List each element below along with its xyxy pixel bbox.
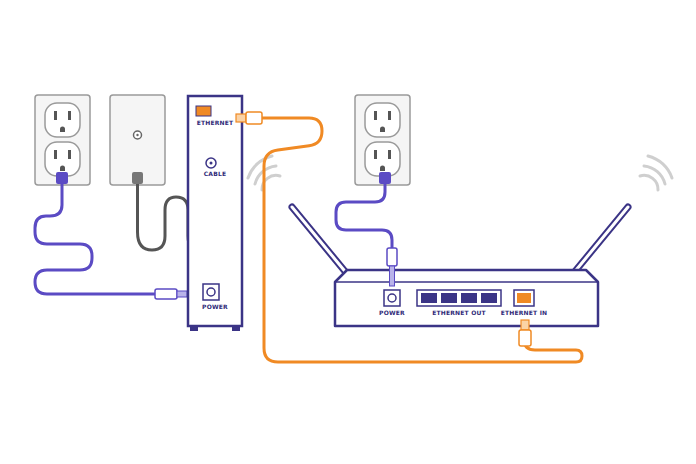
modem-foot xyxy=(232,327,240,331)
ethernet-plug xyxy=(246,112,262,124)
router-body xyxy=(333,268,600,328)
port-label: ETHERNET IN xyxy=(501,309,548,316)
wall-outlet xyxy=(355,95,410,185)
power-cord xyxy=(336,172,392,250)
port-label: POWER xyxy=(379,309,405,316)
port-label: ETHERNET xyxy=(197,119,234,126)
modem-body xyxy=(187,95,243,327)
ethernet-plug xyxy=(519,330,531,346)
port-label: POWER xyxy=(202,303,228,310)
power-plug xyxy=(390,266,395,286)
router-antenna xyxy=(292,207,628,275)
port-label: ETHERNET OUT xyxy=(432,309,486,316)
router-box: POWER ETHERNET OUT ETHERNET IN xyxy=(333,268,600,328)
modem-box: ETHERNET CABLE POWER xyxy=(187,95,243,327)
coax-wall-plate xyxy=(110,95,165,185)
modem-foot xyxy=(190,327,198,331)
wall-outlet xyxy=(35,95,90,185)
port-label: CABLE xyxy=(204,170,227,177)
ethernet-plug xyxy=(521,320,529,330)
ethernet-plug xyxy=(236,114,246,122)
power-plug xyxy=(387,248,397,266)
wifi-signal xyxy=(248,156,672,190)
